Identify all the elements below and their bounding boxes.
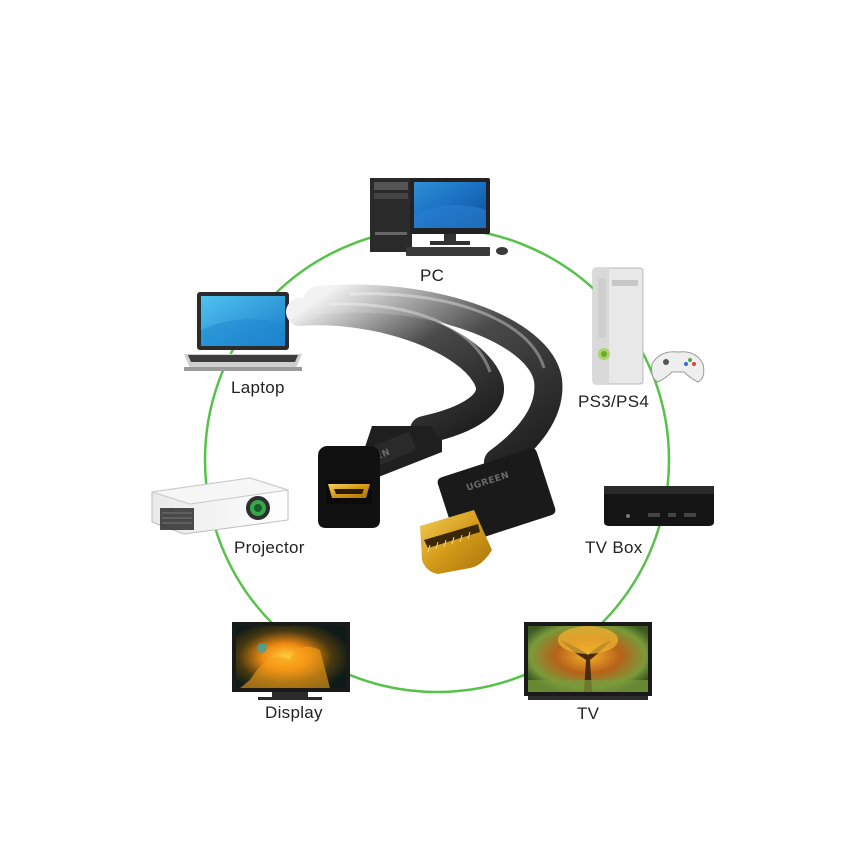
label-pc: PC — [420, 266, 445, 285]
label-tvbox: TV Box — [585, 538, 643, 557]
hdmi-extension-cable — [286, 284, 563, 476]
pc-icon — [370, 178, 508, 256]
male-hdmi-connector: UGREEN — [420, 448, 556, 574]
laptop-icon — [184, 292, 302, 371]
label-ps: PS3/PS4 — [578, 392, 650, 411]
console-icon — [592, 267, 644, 385]
female-hdmi-connector: UGREEN — [318, 426, 442, 528]
label-projector: Projector — [234, 538, 305, 557]
label-laptop: Laptop — [231, 378, 285, 397]
projector-icon — [151, 477, 289, 535]
tvbox-icon — [604, 486, 714, 526]
controller-icon — [651, 351, 705, 383]
label-display: Display — [265, 703, 323, 722]
display-icon — [232, 622, 350, 700]
tv-icon — [524, 622, 652, 700]
label-tv: TV — [577, 704, 600, 723]
